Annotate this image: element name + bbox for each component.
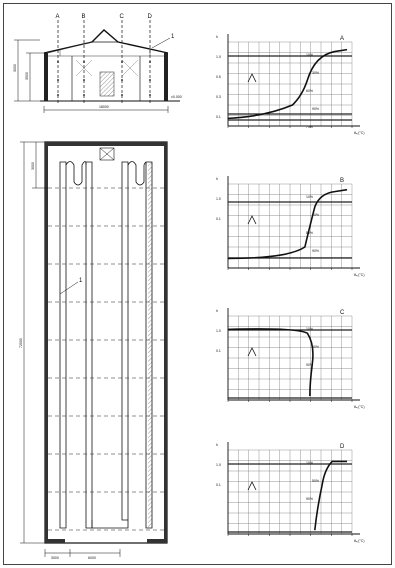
section-height-dim-2: 3500 bbox=[25, 72, 29, 80]
graph-letter: A bbox=[340, 36, 344, 42]
section-axis-lines bbox=[57, 20, 151, 104]
graph-ylabel: h bbox=[216, 309, 218, 313]
percent-label: 90% bbox=[312, 249, 319, 253]
graph-xlabel: θₐ,(°C) bbox=[354, 405, 364, 409]
graph-xlabel: θₐ,(°C) bbox=[354, 131, 364, 135]
percent-label: 90% bbox=[306, 363, 313, 367]
height-mark: 0.1 bbox=[216, 115, 221, 119]
section-callout: 1 bbox=[171, 34, 175, 40]
height-mark: 0.1 bbox=[216, 217, 221, 221]
height-mark: 1.0 bbox=[216, 463, 221, 467]
percent-label: 60% bbox=[306, 89, 313, 93]
temperature-profile-curve bbox=[228, 190, 347, 259]
graph-ylabel: h bbox=[216, 35, 218, 39]
graph-ylabel: h bbox=[216, 177, 218, 181]
temperature-profile-curve bbox=[315, 461, 347, 530]
temperature-profile-curve bbox=[228, 329, 313, 396]
temperature-graphs: Ah θₐ,(°C) 1.0 0.5 0.3 0.1 10% 30% 60% 90% 75% Bh θₐ… bbox=[216, 34, 364, 543]
height-mark: 0.3 bbox=[216, 95, 221, 99]
temperature-profile-curve bbox=[228, 50, 347, 119]
plan-top-dim: 3000 bbox=[31, 162, 35, 170]
axis-label-a: A bbox=[56, 14, 60, 20]
height-mark: 1.0 bbox=[216, 197, 221, 201]
percent-label: 10% bbox=[306, 53, 313, 57]
plan-bottom-dim-1: 3000 bbox=[51, 556, 59, 560]
percent-label: 10% bbox=[306, 195, 313, 199]
caret-marker bbox=[247, 347, 257, 357]
caret-marker bbox=[247, 481, 257, 491]
percent-label: 80% bbox=[306, 231, 313, 235]
height-mark: 1.0 bbox=[216, 55, 221, 59]
percent-label: 50% bbox=[312, 345, 319, 349]
height-mark: 0.1 bbox=[216, 349, 221, 353]
height-mark: 0.1 bbox=[216, 483, 221, 487]
plan-length-dim: 72000 bbox=[19, 338, 23, 348]
floor-plan bbox=[20, 141, 168, 557]
percent-label: 90% bbox=[312, 107, 319, 111]
graph-letter: C bbox=[340, 310, 345, 316]
building-cross-section bbox=[14, 29, 180, 113]
section-width-dim: 18000 bbox=[99, 105, 109, 109]
drawing-frame bbox=[3, 3, 392, 565]
caret-marker bbox=[247, 215, 257, 225]
caret-marker bbox=[247, 73, 257, 83]
height-mark: 0.5 bbox=[216, 75, 221, 79]
graph-xlabel: θₐ,(°C) bbox=[354, 273, 364, 277]
plan-callout: 1 bbox=[79, 278, 83, 284]
ground-level-note: ±0.000 bbox=[171, 95, 182, 99]
graph-c: Ch θₐ,(°C) 1.0 0.1 10% 50% 90% bbox=[216, 308, 364, 409]
axis-label-b: B bbox=[82, 14, 86, 20]
graph-a: Ah θₐ,(°C) 1.0 0.5 0.3 0.1 10% 30% 60% 90% 75% bbox=[216, 34, 364, 135]
percent-label: 10% bbox=[306, 461, 313, 465]
graph-letter: B bbox=[340, 178, 344, 184]
plan-bottom-dim-2: 6000 bbox=[88, 556, 96, 560]
graph-letter: D bbox=[340, 444, 345, 450]
axis-label-d: D bbox=[148, 14, 153, 20]
percent-label: 30% bbox=[312, 71, 319, 75]
percent-label: 40% bbox=[312, 213, 319, 217]
graph-b: Bh θₐ,(°C) 1.0 0.1 10% 40% 80% 90% bbox=[216, 176, 364, 277]
height-mark: 1.0 bbox=[216, 329, 221, 333]
percent-label: 10% bbox=[306, 327, 313, 331]
graph-d: Dh θₐ,(°C) 1.0 0.1 10% 50% 90% bbox=[216, 442, 364, 543]
graph-xlabel: θₐ,(°C) bbox=[354, 539, 364, 543]
section-height-dim-1: 3000 bbox=[13, 64, 17, 72]
percent-label: 75% bbox=[306, 125, 313, 129]
percent-label: 90% bbox=[306, 497, 313, 501]
percent-label: 50% bbox=[312, 479, 319, 483]
graph-ylabel: h bbox=[216, 443, 218, 447]
axis-label-c: C bbox=[120, 14, 125, 20]
